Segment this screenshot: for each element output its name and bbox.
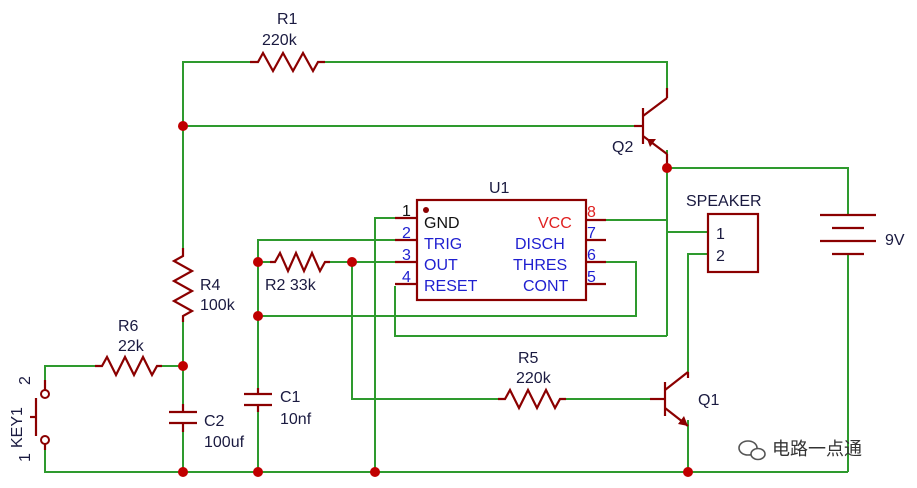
u1-pin6-name: THRES [513, 257, 567, 274]
r4-value: 100k [200, 297, 236, 314]
battery-9v [820, 213, 876, 256]
r6-value: 22k [118, 338, 145, 355]
junction-dots [178, 121, 693, 477]
resistor-r2 [270, 250, 330, 274]
u1-pin8-name: VCC [538, 215, 572, 232]
r5-name: R5 [518, 350, 539, 367]
u1-pin2-name: TRIG [424, 236, 462, 253]
u1-pin2-num: 2 [402, 225, 411, 242]
u1-pin3-num: 3 [402, 247, 411, 264]
capacitor-c1 [244, 388, 272, 412]
c2-name: C2 [204, 413, 225, 430]
r4-name: R4 [200, 277, 221, 294]
r2-label: R2 33k [265, 277, 317, 294]
u1-pin5-num: 5 [587, 269, 596, 286]
key-pin1: 1 [17, 453, 34, 462]
resistor-r5 [498, 387, 566, 411]
c1-name: C1 [280, 389, 301, 406]
transistor-q2 [634, 88, 669, 168]
r5-value: 220k [516, 370, 552, 387]
key-name: KEY1 [9, 407, 26, 448]
u1-name: U1 [489, 180, 510, 197]
c2-value: 100uf [204, 434, 245, 451]
c1-value: 10nf [280, 411, 312, 428]
u1-pin5-name: CONT [523, 278, 569, 295]
speaker-pin2: 2 [716, 248, 725, 265]
wechat-icon [738, 440, 766, 461]
u1-pin3-name: OUT [424, 257, 458, 274]
transistor-q1 [650, 371, 690, 427]
speaker-connector [706, 212, 760, 274]
watermark-text: 电路一点通 [772, 439, 862, 460]
u1-pin8-num: 8 [587, 204, 596, 221]
u1-pin4-name: RESET [424, 278, 478, 295]
q1-name: Q1 [698, 392, 719, 409]
u1-pin6-num: 6 [587, 247, 596, 264]
speaker-pin1: 1 [716, 226, 725, 243]
resistor-r1 [250, 50, 325, 74]
r6-name: R6 [118, 318, 139, 335]
speaker-name: SPEAKER [686, 193, 762, 210]
r1-value: 220k [262, 32, 298, 49]
resistor-r4 [171, 248, 195, 322]
q2-name: Q2 [612, 139, 633, 156]
u1-pin1-name: GND [424, 215, 460, 232]
battery-label: 9V [885, 232, 905, 249]
u1-pin7-num: 7 [587, 225, 596, 242]
pushbutton-key1 [30, 380, 50, 450]
resistor-r6 [95, 354, 162, 378]
capacitor-c2 [169, 404, 197, 432]
key-pin2: 2 [17, 376, 34, 385]
ic-u1 [395, 198, 606, 302]
u1-pin4-num: 4 [402, 269, 411, 286]
u1-pin1-num: 1 [402, 203, 411, 220]
u1-pin7-name: DISCH [515, 236, 565, 253]
r1-name: R1 [277, 11, 298, 28]
